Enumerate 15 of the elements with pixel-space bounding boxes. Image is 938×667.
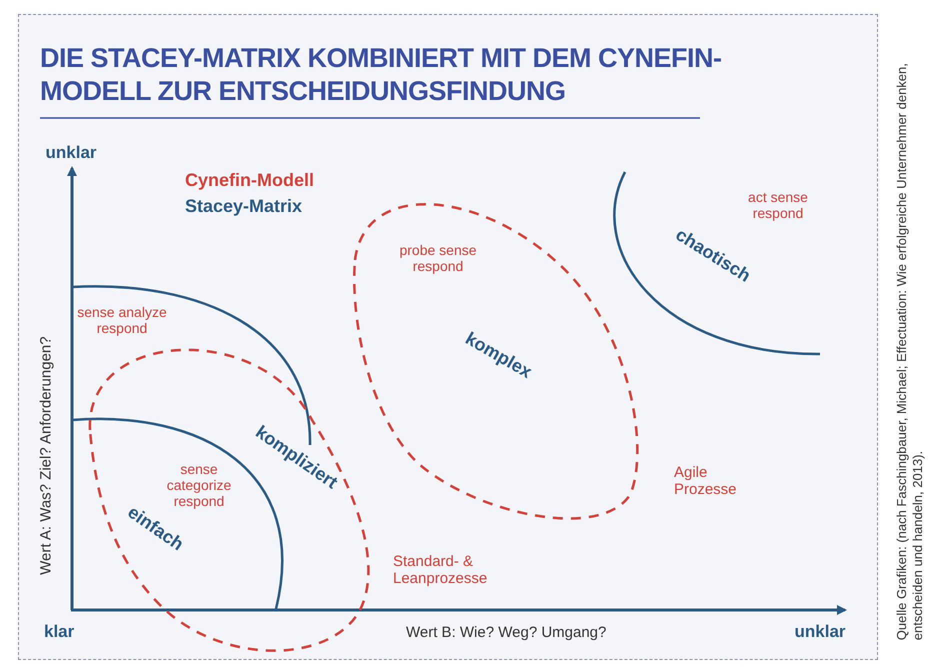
axis-label: unklar bbox=[46, 143, 97, 163]
axis-label: unklar bbox=[794, 622, 846, 642]
title: DIE STACEY-MATRIX KOMBINIERT MIT DEM CYNEFIN-MODELL ZUR ENTSCHEIDUNGSFINDUNG bbox=[40, 42, 722, 108]
action-text: sense analyze respond bbox=[77, 304, 167, 336]
action-text: act sense respond bbox=[747, 189, 809, 222]
process-label: Standard- & Leanprozesse bbox=[393, 552, 488, 587]
axis-label: klar bbox=[44, 622, 74, 642]
action-text: probe sense respond bbox=[398, 242, 478, 274]
action-text: sense categorize respond bbox=[166, 461, 232, 510]
process-label: Agile Prozesse bbox=[674, 464, 738, 498]
axis-title: Wert A: Was? Ziel? Anforderungen? bbox=[38, 336, 55, 574]
legend-label: Stacey-Matrix bbox=[185, 196, 302, 216]
legend-label: Cynefin-Modell bbox=[185, 170, 314, 190]
source-note: Quelle Grafiken: (nach Faschingbauer, Michael; Effectuation: Wie erfolgreiche Unternehmer denken, entscheiden und handeln, 2013). bbox=[894, 62, 926, 640]
axis-title: Wert B: Wie? Weg? Umgang? bbox=[406, 624, 606, 641]
